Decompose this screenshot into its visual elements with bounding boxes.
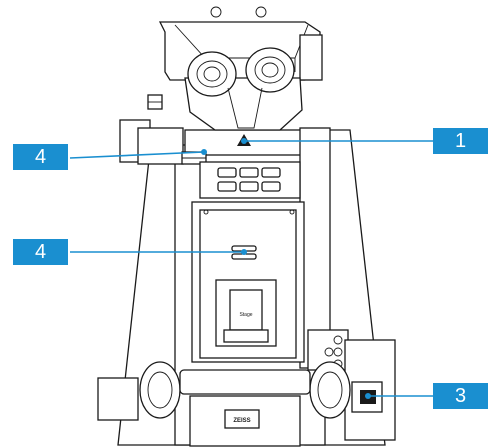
filter-slider-housing bbox=[119, 119, 207, 165]
callout-4-middle: 4 bbox=[13, 239, 68, 265]
callout-1: 1 bbox=[433, 128, 488, 154]
front-plate: Stage bbox=[191, 201, 305, 363]
button-panel bbox=[199, 161, 301, 199]
eyepiece-head bbox=[147, 6, 323, 146]
leader-lines bbox=[69, 138, 433, 399]
focus-drive: ZEISS bbox=[97, 361, 351, 447]
stage-label: Stage bbox=[239, 312, 252, 318]
callout-3: 3 bbox=[433, 383, 488, 409]
callout-4-top: 4 bbox=[13, 144, 68, 170]
brand-logo: ZEISS bbox=[233, 418, 250, 424]
